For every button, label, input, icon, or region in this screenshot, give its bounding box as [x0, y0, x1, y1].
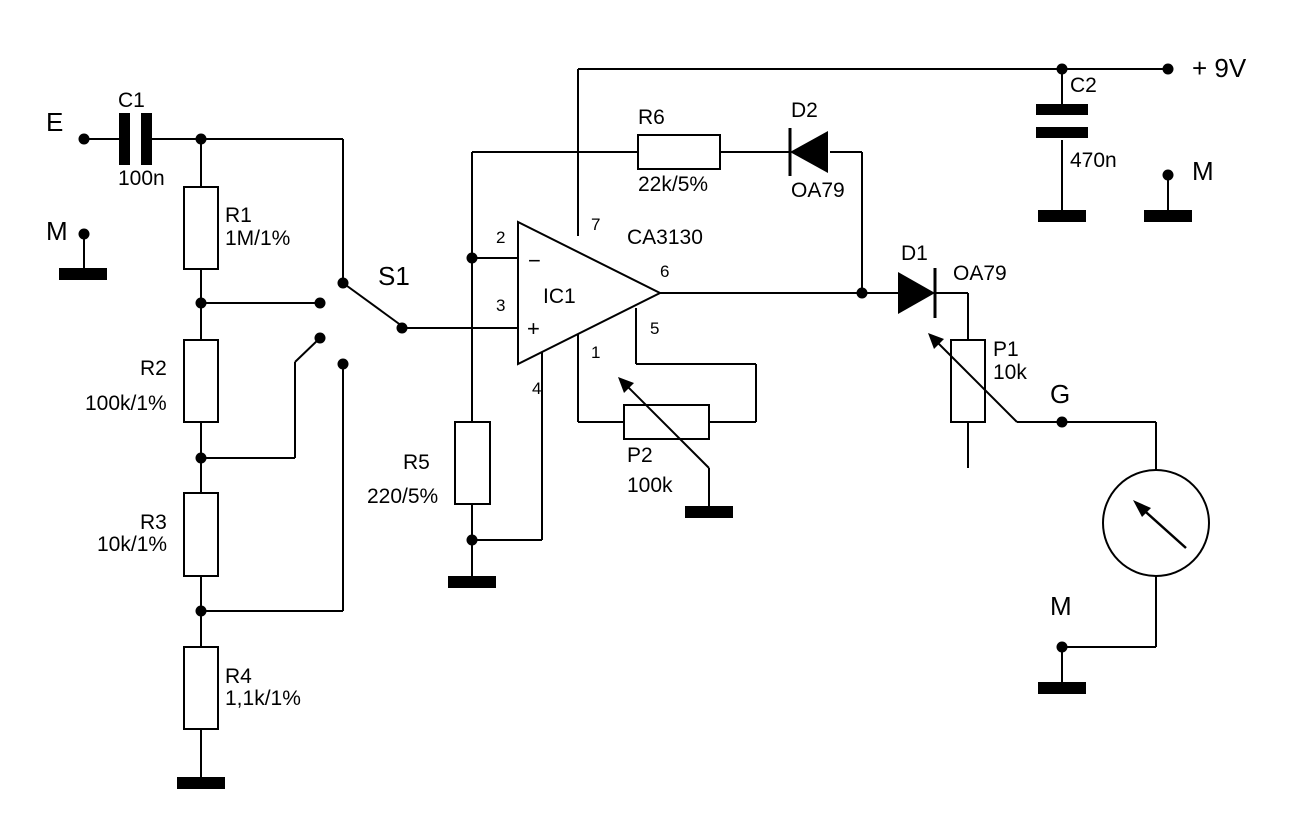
- r2-ref: R2: [140, 357, 167, 380]
- terminal-m-post: [1162, 169, 1174, 181]
- ic1-part: CA3130: [627, 226, 703, 249]
- c1-ref: C1: [118, 89, 145, 112]
- terminal-label-m: M: [1050, 591, 1072, 621]
- terminal-9v-post: [1162, 63, 1174, 75]
- r3-ref: R3: [140, 511, 167, 534]
- ground-bar-c2: [1038, 210, 1086, 222]
- terminal-label-9v: + 9V: [1192, 53, 1247, 83]
- r6-value: 22k/5%: [638, 173, 708, 196]
- resistor-bodies: [183, 134, 986, 730]
- p2-value: 100k: [627, 474, 673, 497]
- s1-ref: S1: [378, 261, 410, 291]
- resistor-r6: [637, 134, 721, 170]
- switch-contact: [314, 332, 326, 344]
- ic1-plus-sign: +: [527, 316, 540, 341]
- diodes: [788, 128, 937, 318]
- capacitor-c1-plate: [119, 113, 130, 165]
- r1-value: 1M/1%: [225, 227, 290, 250]
- p1-value: 10k: [993, 361, 1027, 384]
- r3-value: 10k/1%: [97, 533, 167, 556]
- terminal-e-post: [78, 133, 90, 145]
- terminal-m-post: [78, 228, 90, 240]
- d1-value: OA79: [953, 262, 1007, 285]
- terminal-label-m: M: [46, 216, 68, 246]
- junctions: [78, 63, 1174, 653]
- terminal-label-g: G: [1050, 379, 1070, 409]
- d1-ref: D1: [901, 242, 928, 265]
- potentiometer-p1: [950, 339, 986, 423]
- ic1-minus-sign: −: [528, 248, 541, 273]
- resistor-r3: [183, 492, 219, 577]
- ground-bar-r5: [448, 576, 496, 588]
- resistor-r5: [454, 421, 491, 505]
- ground-bar-meter: [1038, 682, 1086, 694]
- diode-d2: [790, 131, 828, 173]
- resistor-r4: [183, 646, 219, 730]
- switch-contact: [337, 277, 349, 289]
- arrow-icon: [618, 377, 634, 393]
- ground-symbols: [59, 210, 1192, 789]
- ground-bar-r4: [177, 777, 225, 789]
- meter-g: [1102, 469, 1210, 577]
- d2-value: OA79: [791, 179, 845, 202]
- ic1-pin-3: 3: [496, 296, 505, 315]
- needle-icon: [1133, 500, 1151, 517]
- r5-value: 220/5%: [367, 485, 438, 508]
- opamp-ic1: [517, 220, 663, 366]
- ground-bar-p2: [685, 506, 733, 518]
- ic1-pin-6: 6: [660, 262, 669, 281]
- terminal-label-m: M: [1192, 156, 1214, 186]
- p1-ref: P1: [993, 338, 1019, 361]
- potentiometer-p2: [623, 404, 710, 440]
- r6-ref: R6: [638, 106, 665, 129]
- terminal-label-e: E: [46, 107, 63, 137]
- r1-ref: R1: [225, 204, 252, 227]
- c2-ref: C2: [1070, 74, 1097, 97]
- capacitors: [119, 104, 1088, 165]
- ic1-ref: IC1: [543, 285, 576, 308]
- switch-contact: [314, 297, 326, 309]
- wires: [83, 68, 1169, 779]
- p2-ref: P2: [627, 444, 653, 467]
- ic1-pin-1: 1: [591, 343, 600, 362]
- c2-value: 470n: [1070, 149, 1117, 172]
- r5-ref: R5: [403, 451, 430, 474]
- capacitor-c1-plate: [141, 113, 152, 165]
- switch-contact: [337, 358, 349, 370]
- ic1-pin-2: 2: [496, 228, 505, 247]
- arrow-icon: [928, 333, 944, 349]
- r2-value: 100k/1%: [85, 392, 167, 415]
- capacitor-c2-plate: [1036, 104, 1088, 115]
- ic1-pin-4: 4: [532, 379, 541, 398]
- r4-value: 1,1k/1%: [225, 687, 301, 710]
- labels: E M + 9V M G M C1 100n C2 470n R1 1M/1% …: [46, 53, 1247, 710]
- capacitor-c2-plate: [1036, 127, 1088, 138]
- r4-ref: R4: [225, 665, 252, 688]
- ic1-pin-7: 7: [591, 215, 600, 234]
- c1-value: 100n: [118, 167, 165, 190]
- diode-d1: [898, 272, 935, 314]
- resistor-r1: [183, 186, 219, 270]
- switch-pivot: [396, 322, 408, 334]
- resistor-r2: [183, 339, 219, 423]
- ground-bar-left: [59, 268, 107, 280]
- d2-ref: D2: [791, 99, 818, 122]
- potentiometer-wipers: [618, 333, 1018, 469]
- ic1-pin-5: 5: [650, 319, 659, 338]
- ground-bar-right: [1144, 210, 1192, 222]
